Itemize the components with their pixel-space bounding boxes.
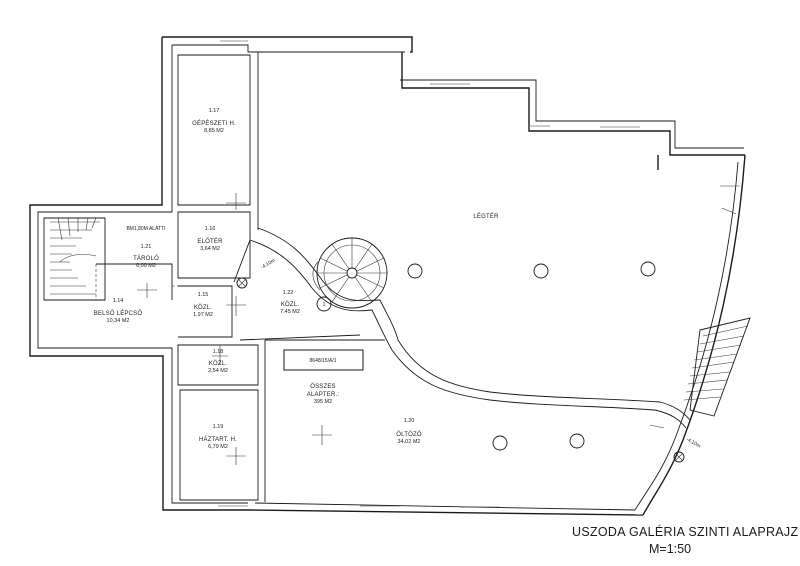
room-area: 7,45 M2 bbox=[280, 309, 300, 315]
room-label-1.21: BM1,80M ALATTI 1.21 TÁROLÓ 0,00 M2 bbox=[126, 226, 165, 269]
room-area: 6,79 M2 bbox=[208, 444, 228, 450]
room-label-1.19: 1.19 HÁZTART. H. 6,79 M2 bbox=[199, 424, 237, 450]
room-note: BM1,80M ALATTI bbox=[126, 226, 165, 232]
room-area: 8,85 M2 bbox=[204, 128, 224, 134]
room-name: ELŐTÉR bbox=[197, 238, 223, 245]
total-label: ÖSSZES bbox=[310, 383, 336, 390]
room-label-1.18: 1.18 KÖZL. 2,54 M2 bbox=[208, 349, 228, 374]
cross-marks bbox=[137, 185, 740, 465]
room-name: TÁROLÓ bbox=[133, 255, 159, 262]
parcel-number: 8648/15/A/1 bbox=[310, 358, 337, 364]
left-staircase bbox=[50, 217, 100, 295]
parcel-box: 8648/15/A/1 bbox=[283, 349, 364, 371]
room-label-1.20: 1.20 ÖLTÖZŐ 34,02 M2 bbox=[396, 418, 422, 445]
columns bbox=[316, 261, 656, 451]
room-name: BELSŐ LÉPCSŐ bbox=[94, 310, 143, 317]
exterior-staircase bbox=[683, 317, 751, 417]
room-label-1.22: 1.22 KÖZL. 7,45 M2 bbox=[280, 290, 300, 315]
room-area: 10,34 M2 bbox=[107, 318, 130, 324]
room-area: 1,97 M2 bbox=[193, 312, 213, 318]
room-label-1.14: 1.14 BELSŐ LÉPCSŐ 10,34 M2 bbox=[94, 298, 143, 324]
room-name: HÁZTART. H. bbox=[199, 436, 237, 443]
level-marker: 1 bbox=[323, 302, 326, 308]
room-area: 0,00 M2 bbox=[136, 263, 156, 269]
room-label-1.17: 1.17 GÉPÉSZETI H. 8,85 M2 bbox=[192, 108, 236, 134]
room-id: 1.14 bbox=[113, 298, 124, 304]
spiral-staircase bbox=[312, 237, 388, 309]
room-name: ÖLTÖZŐ bbox=[396, 431, 422, 438]
room-id: 1.22 bbox=[283, 290, 294, 296]
room-name: KÖZL. bbox=[209, 360, 227, 367]
room-name: KÖZL. bbox=[194, 304, 212, 311]
elevation-label: -4.10m bbox=[260, 258, 276, 271]
drawing-title: USZODA GALÉRIA SZINTI ALAPRAJZ bbox=[572, 524, 798, 539]
room-id: 1.15 bbox=[198, 292, 209, 298]
room-id: 1.21 bbox=[141, 244, 152, 250]
drawing-scale: M=1:50 bbox=[649, 542, 691, 556]
interior-walls bbox=[43, 52, 691, 502]
room-id: 1.19 bbox=[213, 424, 224, 430]
room-id: 1.16 bbox=[205, 226, 216, 232]
airspace-label: LÉGTÉR bbox=[473, 213, 499, 220]
outer-walls bbox=[29, 36, 746, 516]
room-id: 1.18 bbox=[213, 349, 224, 355]
room-label-1.16: 1.16 ELŐTÉR 3,64 M2 bbox=[197, 226, 223, 252]
elevation-label: -4.10m bbox=[685, 437, 701, 450]
room-id: 1.20 bbox=[404, 418, 415, 424]
room-name: KÖZL. bbox=[281, 301, 299, 308]
total-value: 395 M2 bbox=[314, 399, 332, 405]
room-id: 1.17 bbox=[209, 108, 220, 114]
room-area: 3,64 M2 bbox=[200, 246, 220, 252]
total-area: ÖSSZES ALAPTER.: 395 M2 bbox=[307, 383, 340, 405]
room-label-1.15: 1.15 KÖZL. 1,97 M2 bbox=[193, 292, 213, 318]
room-area: 34,02 M2 bbox=[398, 439, 421, 445]
room-name: GÉPÉSZETI H. bbox=[192, 120, 236, 127]
room-area: 2,54 M2 bbox=[208, 368, 228, 374]
total-sub: ALAPTER.: bbox=[307, 392, 340, 398]
